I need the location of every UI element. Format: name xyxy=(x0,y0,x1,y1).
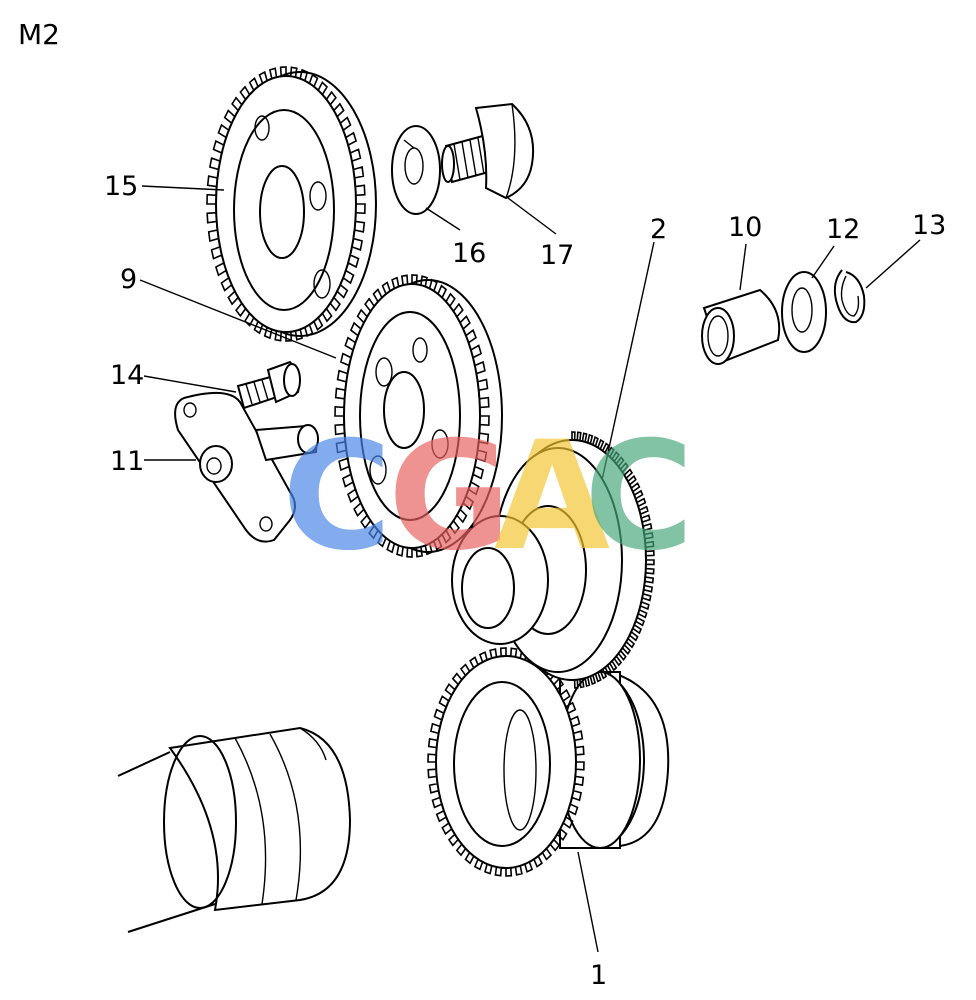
gear-1-crankshaft-gear xyxy=(427,647,670,877)
callout-17: 17 xyxy=(540,240,574,271)
gear-15-injection-pump-gear xyxy=(206,66,377,342)
callout-2: 2 xyxy=(650,214,667,245)
part-11-idler-shaft-bracket xyxy=(174,391,319,543)
callout-labels: 15 16 17 2 10 12 13 9 14 11 1 xyxy=(104,171,946,991)
callout-10: 10 xyxy=(728,212,762,243)
part-17-gear-bolt xyxy=(441,102,535,200)
watermark-letter-c1: C xyxy=(282,410,392,584)
part-12-thrust-washer xyxy=(781,271,827,353)
gear-teeth xyxy=(571,431,655,689)
crankshaft-end xyxy=(117,726,352,933)
watermark-letter-g: G xyxy=(388,410,511,584)
callout-13: 13 xyxy=(912,210,946,241)
gear-teeth xyxy=(206,66,366,342)
callout-15: 15 xyxy=(104,171,138,202)
gear-9-camshaft-gear xyxy=(334,274,503,558)
diagram-title: M2 xyxy=(18,18,60,51)
part-13-snap-ring xyxy=(833,269,866,324)
part-16-lock-washer xyxy=(391,125,441,215)
callout-leaders xyxy=(139,185,921,953)
watermark-letter-c2: C xyxy=(584,410,694,584)
gear-teeth xyxy=(334,274,490,558)
callout-12: 12 xyxy=(826,214,860,245)
callout-16: 16 xyxy=(452,238,486,269)
callout-1: 1 xyxy=(590,960,607,991)
callout-14: 14 xyxy=(110,360,144,391)
watermark-letter-a: A xyxy=(494,410,610,584)
callout-9: 9 xyxy=(120,264,137,295)
gear-2-idler-gear xyxy=(451,431,655,689)
callout-11: 11 xyxy=(110,446,144,477)
part-10-bushing xyxy=(701,288,781,365)
watermark-logo: C G A C xyxy=(282,410,694,584)
part-14-bolt xyxy=(236,360,301,410)
